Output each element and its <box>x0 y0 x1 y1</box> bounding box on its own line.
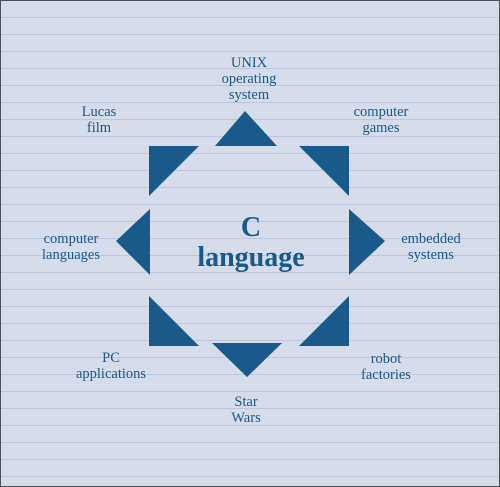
center-title-line-1: C <box>240 212 262 243</box>
triangle-top-left <box>149 146 199 196</box>
label-lucas-film-line-1: Lucas <box>81 104 117 120</box>
label-computer-games-line-1: computer <box>353 104 409 120</box>
label-pc-applications: PC applications <box>61 350 161 382</box>
label-computer-languages: computer languages <box>21 231 121 263</box>
triangle-right <box>349 209 385 275</box>
label-embedded-systems-line-1: embedded <box>401 231 461 247</box>
triangle-left <box>116 209 150 275</box>
label-star-wars-line-2: Wars <box>231 410 261 426</box>
label-unix-line-1: UNIX <box>230 55 268 71</box>
triangle-bottom-right <box>299 296 349 346</box>
label-star-wars-line-1: Star <box>234 394 258 410</box>
label-computer-games-line-2: games <box>362 120 400 136</box>
label-pc-applications-line-1: PC <box>102 350 120 366</box>
triangle-bottom-left <box>149 296 199 346</box>
label-unix: UNIX operating system <box>199 55 299 103</box>
label-robot-factories-line-1: robot <box>370 351 402 367</box>
label-computer-languages-line-1: computer <box>43 231 99 247</box>
label-lucas-film: Lucas film <box>49 104 149 136</box>
label-computer-games: computer games <box>331 104 431 136</box>
label-lucas-film-line-2: film <box>86 120 112 136</box>
label-robot-factories: robot factories <box>336 351 436 383</box>
label-unix-line-2: operating <box>221 71 277 87</box>
label-computer-languages-line-2: languages <box>42 247 100 263</box>
triangle-top <box>215 111 277 146</box>
triangle-bottom <box>212 343 282 377</box>
triangle-top-right <box>299 146 349 196</box>
label-robot-factories-line-2: factories <box>361 367 411 383</box>
label-pc-applications-line-2: applications <box>75 366 147 382</box>
center-title: C language <box>176 213 326 273</box>
label-embedded-systems: embedded systems <box>381 231 481 263</box>
label-embedded-systems-line-2: systems <box>408 247 454 263</box>
center-title-line-2: language <box>197 242 305 273</box>
label-star-wars: Star Wars <box>196 394 296 426</box>
label-unix-line-3: system <box>228 87 270 103</box>
